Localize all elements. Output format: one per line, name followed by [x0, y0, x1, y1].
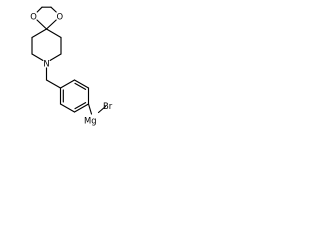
- piperidine-ring: [31, 28, 62, 61]
- bond-c2-n: [31, 53, 44, 61]
- grignard-group: [87, 103, 107, 115]
- atom-label-oxygen-left: O: [30, 11, 37, 21]
- bond-c4-spiro: [45, 28, 62, 39]
- double-bond-inner-c: [74, 102, 87, 110]
- double-bond-inner-b: [74, 82, 87, 90]
- benzene-ring: [59, 79, 90, 113]
- bond-ar5-ar6: [59, 103, 76, 113]
- benzyl-linker: [45, 67, 62, 89]
- bond-ar4-ar5: [73, 103, 90, 113]
- dioxolane-ring: [36, 6, 57, 30]
- atom-label-magnesium: Mg: [84, 115, 97, 125]
- atom-label-nitrogen: N: [43, 59, 49, 69]
- bond-mg-br: [97, 105, 107, 114]
- chemical-structure-diagram: O O N Mg Br: [30, 6, 113, 125]
- bond-aryl-mg: [87, 103, 93, 115]
- bond-ch2-o2: [50, 6, 57, 13]
- bond-n-c3: [49, 53, 62, 61]
- bond-ar2-ar3: [73, 79, 90, 89]
- bond-o2-spiro: [45, 19, 57, 30]
- bond-ch2-aryl: [45, 79, 62, 89]
- bond-o1-spiro: [36, 19, 48, 30]
- bond-ar1-ar2: [59, 79, 76, 89]
- bond-spiro-c1: [31, 28, 48, 39]
- atom-label-bromine: Br: [103, 101, 113, 111]
- atom-label-oxygen-right: O: [57, 11, 64, 21]
- bond-o1-ch2: [36, 6, 43, 13]
